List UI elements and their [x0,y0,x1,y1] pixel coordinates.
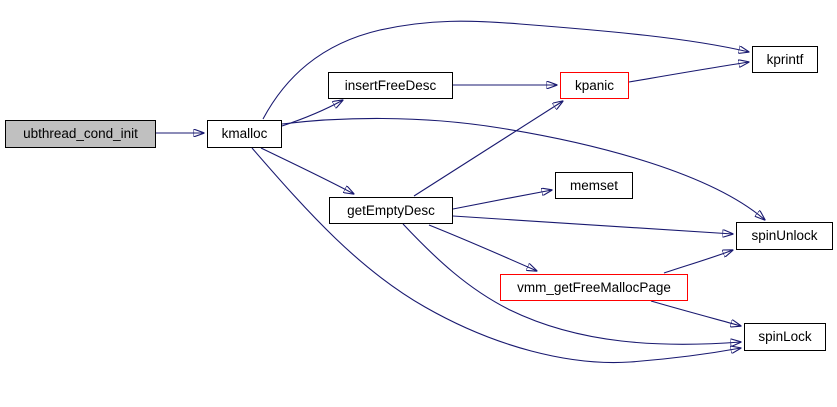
node-spinLock[interactable]: spinLock [744,323,826,351]
node-kprintf[interactable]: kprintf [752,46,818,73]
edge-getEmptyDesc-kpanic [413,101,563,197]
edge-kmalloc-getEmptyDesc [260,147,354,194]
edge-getEmptyDesc-memset [452,190,552,210]
node-kmalloc[interactable]: kmalloc [207,120,282,148]
edge-vmm_getFreeMallocPage-spinLock [650,300,741,326]
edge-getEmptyDesc-spinUnlock [452,215,733,234]
edge-getEmptyDesc-vmm_getFreeMallocPage [428,224,537,271]
edge-kpanic-kprintf [628,62,749,83]
node-getEmptyDesc[interactable]: getEmptyDesc [329,197,453,224]
node-spinUnlock[interactable]: spinUnlock [736,222,833,250]
node-ubthread_cond_init: ubthread_cond_init [5,120,156,148]
edge-kmalloc-spinLock [251,147,741,364]
edge-getEmptyDesc-spinLock [402,223,741,344]
edge-vmm_getFreeMallocPage-spinUnlock [663,250,733,274]
edge-kmalloc-insertFreeDesc [281,100,343,127]
edge-kmalloc-kprintf [262,20,749,120]
node-memset[interactable]: memset [555,172,633,199]
node-vmm_getFreeMallocPage[interactable]: vmm_getFreeMallocPage [500,274,688,301]
node-kpanic[interactable]: kpanic [560,72,629,99]
edge-kmalloc-spinUnlock [281,117,765,220]
node-insertFreeDesc[interactable]: insertFreeDesc [328,72,453,99]
